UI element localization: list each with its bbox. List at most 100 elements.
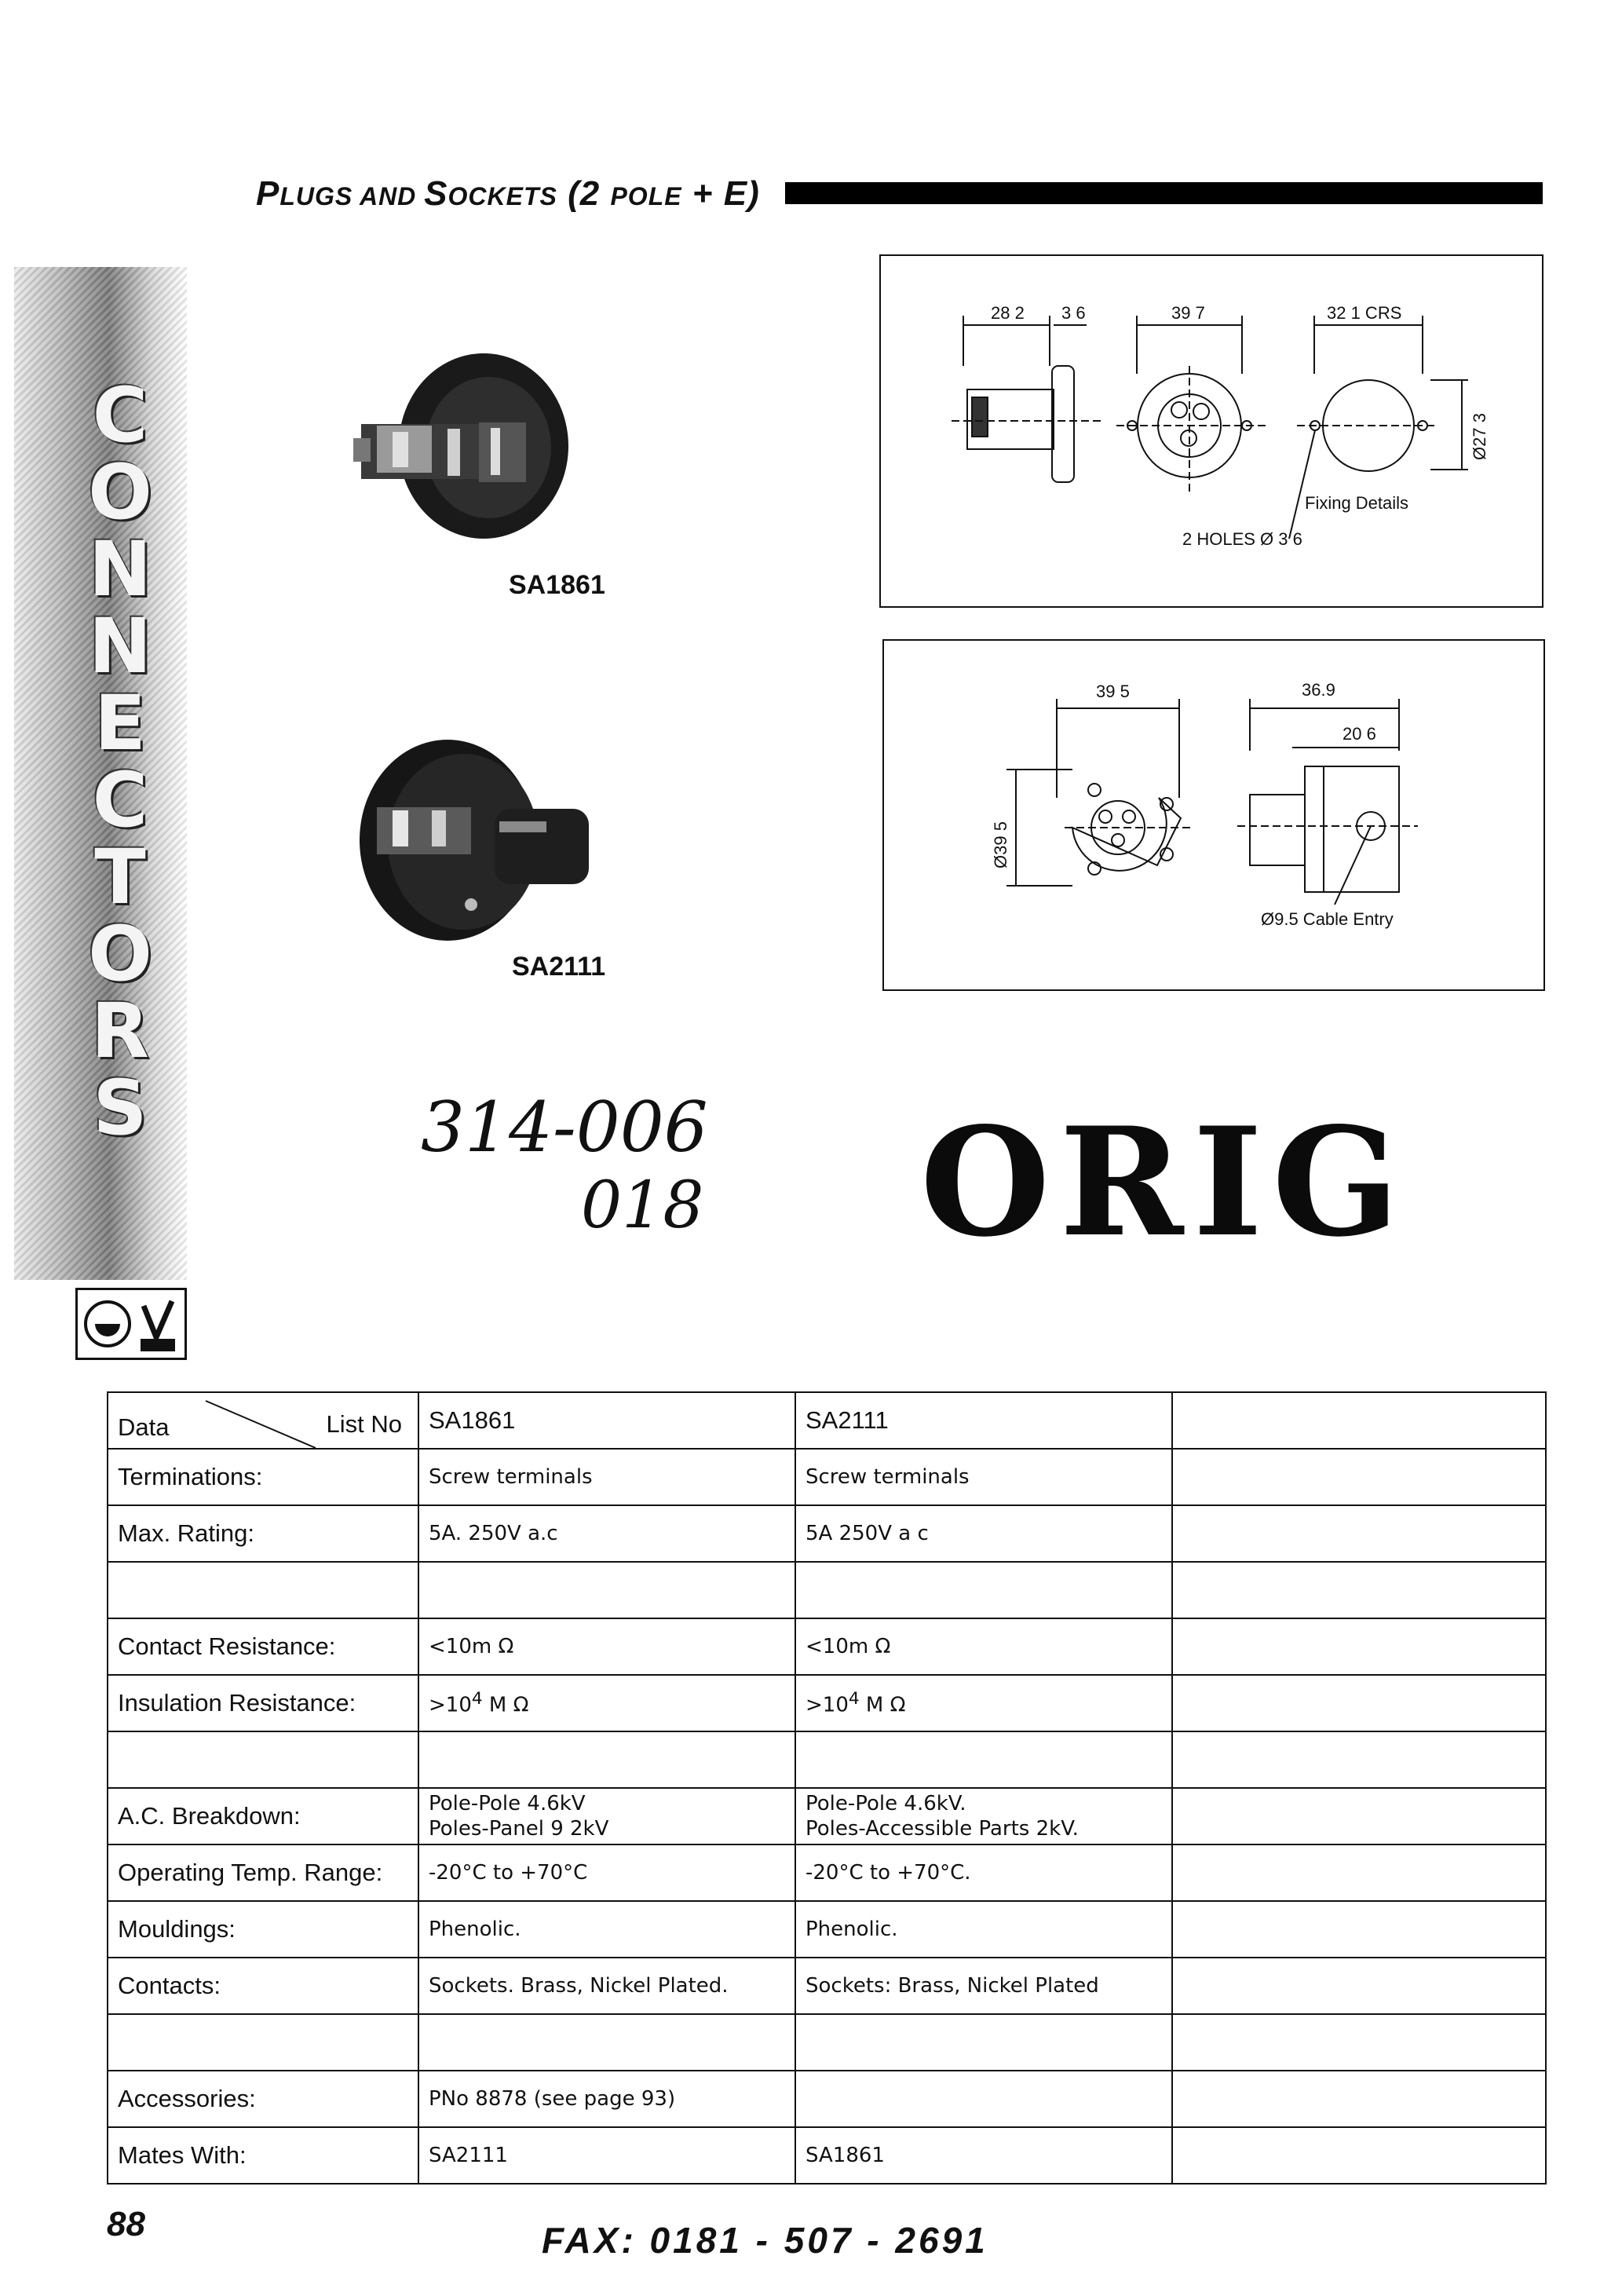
row-value-sa1861: Screw terminals bbox=[418, 1448, 796, 1506]
row-empty-cell bbox=[1171, 1448, 1547, 1506]
dim-28-2: 28 2 bbox=[991, 303, 1025, 323]
dim-20-6: 20 6 bbox=[1343, 724, 1376, 744]
row-value-sa1861: Sockets. Brass, Nickel Plated. bbox=[418, 1957, 796, 2015]
certification-logo bbox=[75, 1288, 187, 1360]
row-label: Insulation Resistance: bbox=[107, 1674, 419, 1732]
row-empty-cell bbox=[1171, 1504, 1547, 1563]
table-row: Contacts: Sockets. Brass, Nickel Plated.… bbox=[107, 1957, 1547, 2015]
row-value-sa2111: Sockets: Brass, Nickel Plated bbox=[795, 1957, 1173, 2015]
table-row-blank bbox=[107, 1731, 1547, 1789]
sa2111-dimension-drawing: 39 5 36.9 20 6 Ø39 5 Ø9.5 Cable Entry bbox=[882, 639, 1545, 991]
row-value-sa1861 bbox=[418, 2013, 796, 2071]
table-row: Max. Rating: 5A. 250V a.c 5A 250V a c bbox=[107, 1504, 1547, 1563]
table-row: Contact Resistance: <10m Ω <10m Ω bbox=[107, 1618, 1547, 1676]
handwritten-part-number: 314-006 bbox=[421, 1087, 708, 1168]
table-row-blank bbox=[107, 1561, 1547, 1619]
row-label: Mouldings: bbox=[107, 1900, 419, 1958]
row-empty-cell bbox=[1171, 1844, 1547, 1902]
row-value-sa1861: PNo 8878 (see page 93) bbox=[418, 2070, 796, 2128]
row-value-sa1861: <10m Ω bbox=[418, 1618, 796, 1676]
title-rule bbox=[785, 182, 1543, 204]
row-value-sa2111: >104 M Ω bbox=[795, 1674, 1173, 1732]
sa2111-label: SA2111 bbox=[512, 952, 606, 982]
header-col-sa2111: SA2111 bbox=[795, 1391, 1173, 1450]
row-value-sa2111 bbox=[795, 2070, 1173, 2128]
table-row: Accessories: PNo 8878 (see page 93) bbox=[107, 2070, 1547, 2128]
row-label: Contacts: bbox=[107, 1957, 419, 2015]
row-empty-cell bbox=[1171, 1674, 1547, 1732]
row-label: Operating Temp. Range: bbox=[107, 1844, 419, 1902]
sa1861-product-photo bbox=[345, 353, 581, 565]
row-empty-cell bbox=[1171, 2070, 1547, 2128]
row-label: Accessories: bbox=[107, 2070, 419, 2128]
sa1861-label: SA1861 bbox=[509, 570, 605, 600]
table-row: Mates With: SA2111 SA1861 bbox=[107, 2126, 1547, 2184]
dim-39-7: 39 7 bbox=[1171, 303, 1205, 323]
row-empty-cell bbox=[1171, 1618, 1547, 1676]
table-row: Insulation Resistance: >104 M Ω >104 M Ω bbox=[107, 1674, 1547, 1732]
row-value-sa1861: >104 M Ω bbox=[418, 1674, 796, 1732]
row-label: Terminations: bbox=[107, 1448, 419, 1506]
table-header-row: Data List No SA1861 SA2111 bbox=[107, 1391, 1547, 1450]
dim-39-5: 39 5 bbox=[1096, 682, 1130, 701]
header-list-no-label: List No bbox=[326, 1410, 402, 1438]
row-value-sa1861 bbox=[418, 1561, 796, 1619]
row-value-sa2111: SA1861 bbox=[795, 2126, 1173, 2184]
row-value-sa2111 bbox=[795, 1731, 1173, 1789]
row-label: A.C. Breakdown: bbox=[107, 1787, 419, 1845]
spec-table: Data List No SA1861 SA2111 Terminations:… bbox=[107, 1391, 1547, 2184]
sa2111-product-photo bbox=[345, 722, 597, 950]
row-label: Contact Resistance: bbox=[107, 1618, 419, 1676]
row-empty-cell bbox=[1171, 1787, 1547, 1845]
row-value-sa1861: -20°C to +70°C bbox=[418, 1844, 796, 1902]
row-empty-cell bbox=[1171, 1561, 1547, 1619]
table-row: Mouldings: Phenolic. Phenolic. bbox=[107, 1900, 1547, 1958]
row-value-sa2111: Pole-Pole 4.6kV.Poles-Accessible Parts 2… bbox=[795, 1787, 1173, 1845]
handwritten-part-suffix: 018 bbox=[581, 1168, 704, 1243]
header-col-empty bbox=[1171, 1391, 1547, 1450]
fax-number: FAX: 0181 - 507 - 2691 bbox=[542, 2220, 988, 2261]
row-empty-cell bbox=[1171, 2126, 1547, 2184]
row-label bbox=[107, 1561, 419, 1619]
dim-3-6: 3 6 bbox=[1061, 303, 1086, 323]
table-row: Operating Temp. Range: -20°C to +70°C -2… bbox=[107, 1844, 1547, 1902]
row-value-sa1861: 5A. 250V a.c bbox=[418, 1504, 796, 1563]
row-value-sa2111: -20°C to +70°C. bbox=[795, 1844, 1173, 1902]
side-banner: CONNECTORS bbox=[14, 267, 187, 1280]
row-label bbox=[107, 2013, 419, 2071]
row-empty-cell bbox=[1171, 1731, 1547, 1789]
side-banner-word: CONNECTORS bbox=[88, 371, 152, 1152]
row-value-sa2111 bbox=[795, 2013, 1173, 2071]
dim-27-3: Ø27 3 bbox=[1470, 413, 1489, 460]
row-empty-cell bbox=[1171, 1900, 1547, 1958]
header-col-sa1861: SA1861 bbox=[418, 1391, 796, 1450]
dim-36-9: 36.9 bbox=[1302, 680, 1335, 700]
header-data-list-cell: Data List No bbox=[107, 1391, 419, 1450]
row-value-sa1861: SA2111 bbox=[418, 2126, 796, 2184]
row-label bbox=[107, 1731, 419, 1789]
row-value-sa2111 bbox=[795, 1561, 1173, 1619]
table-row-blank bbox=[107, 2013, 1547, 2071]
fixing-details-label: Fixing Details bbox=[1305, 493, 1408, 513]
row-empty-cell bbox=[1171, 1957, 1547, 2015]
row-value-sa2111: 5A 250V a c bbox=[795, 1504, 1173, 1563]
holes-label: 2 HOLES Ø 3 6 bbox=[1182, 529, 1302, 549]
dim-32-1-crs: 32 1 CRS bbox=[1327, 303, 1401, 323]
dim-dia-39-5: Ø39 5 bbox=[991, 821, 1010, 868]
row-value-sa1861: Phenolic. bbox=[418, 1900, 796, 1958]
table-row: Terminations: Screw terminals Screw term… bbox=[107, 1448, 1547, 1506]
sa1861-dimension-drawing: 28 2 3 6 39 7 32 1 CRS Ø27 3 Fixing Deta… bbox=[879, 254, 1543, 608]
cable-entry-label: Ø9.5 Cable Entry bbox=[1261, 909, 1394, 929]
handwritten-orig-mark: ORIG bbox=[920, 1095, 1409, 1270]
row-value-sa1861 bbox=[418, 1731, 796, 1789]
header-data-label: Data bbox=[118, 1413, 170, 1441]
row-value-sa2111: Screw terminals bbox=[795, 1448, 1173, 1506]
row-value-sa2111: Phenolic. bbox=[795, 1900, 1173, 1958]
page-number: 88 bbox=[107, 2205, 145, 2243]
page-title: PLUGS AND SOCKETS (2 POLE + E) bbox=[256, 174, 760, 213]
row-label: Mates With: bbox=[107, 2126, 419, 2184]
row-label: Max. Rating: bbox=[107, 1504, 419, 1563]
row-empty-cell bbox=[1171, 2013, 1547, 2071]
